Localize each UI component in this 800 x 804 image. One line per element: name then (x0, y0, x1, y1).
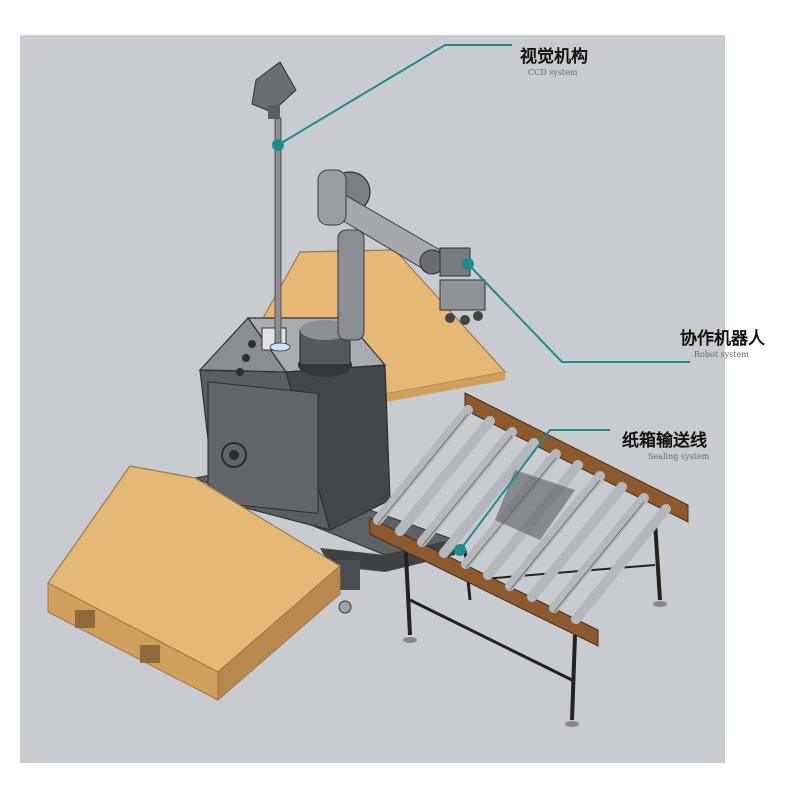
front-pallet (47, 465, 342, 702)
ccd-callout-title: 视觉机构 (520, 47, 588, 67)
ccd-leader-line (277, 44, 512, 146)
robot-leader-line (467, 263, 690, 363)
ccd-camera-mast (251, 61, 297, 352)
conveyor-callout-title: 纸箱输送线 (622, 431, 707, 451)
robot-leader-dot (462, 258, 474, 270)
roller-conveyor (369, 392, 689, 727)
robot-arm (298, 169, 486, 377)
controller-cabinet (198, 317, 391, 531)
leader-dots (272, 139, 474, 556)
leader-lines (277, 44, 690, 551)
robot-callout-subtitle: Robot system (694, 350, 749, 359)
conveyor-leader-line (459, 429, 610, 551)
conveyor-leader-dot (454, 544, 466, 556)
conveyor-callout-subtitle: Sealing system (648, 452, 710, 461)
ccd-leader-dot (272, 139, 284, 151)
robot-callout-title: 协作机器人 (680, 329, 765, 349)
rear-pallet (261, 249, 507, 403)
ccd-callout-subtitle: CCD system (528, 68, 578, 77)
